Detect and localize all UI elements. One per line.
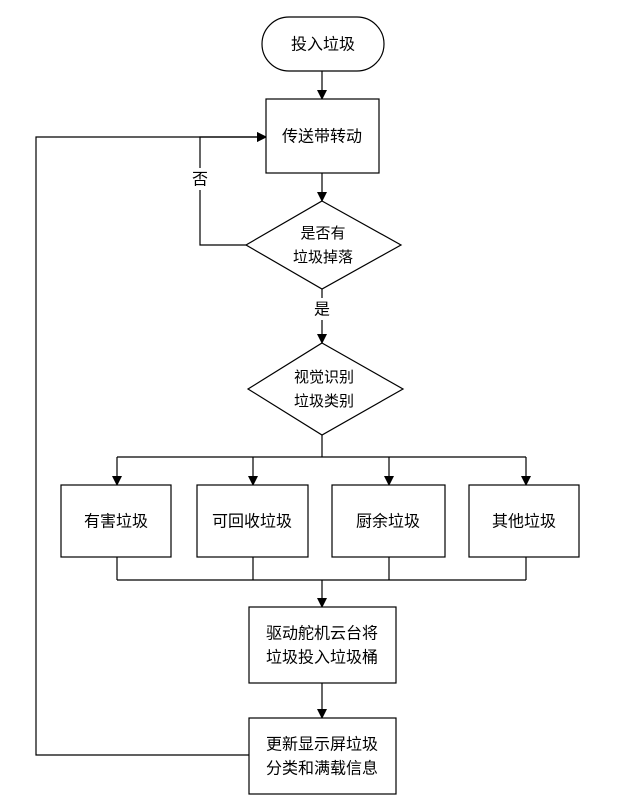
update-label-line1: 更新显示屏垃圾: [266, 735, 378, 754]
servo-label-line2: 垃圾投入垃圾桶: [266, 648, 378, 667]
category-label-3: 厨余垃圾: [356, 512, 420, 531]
servo-process-box: [248, 606, 397, 684]
conveyor-label: 传送带转动: [282, 127, 362, 146]
branch-no-label: 否: [192, 170, 208, 189]
category-box-2: [196, 484, 309, 558]
category-box-4: [468, 484, 580, 558]
arrow-return-loop: [35, 132, 267, 756]
check-label-line2: 垃圾掉落: [293, 248, 353, 266]
start-label: 投入垃圾: [291, 35, 355, 54]
check-decision-diamond: [244, 200, 403, 290]
identify-label-line2: 垃圾类别: [294, 392, 354, 410]
category-box-1: [60, 484, 172, 558]
category-box-3: [331, 484, 446, 558]
category-label-4: 其他垃圾: [492, 512, 556, 531]
category-label-2: 可回收垃圾: [212, 512, 292, 531]
check-label-line1: 是否有: [300, 224, 345, 242]
update-process-box: [248, 717, 397, 795]
update-label-line2: 分类和满载信息: [266, 759, 378, 778]
servo-label-line1: 驱动舵机云台将: [266, 624, 378, 643]
start-terminal: [261, 16, 385, 72]
category-label-1: 有害垃圾: [84, 512, 148, 531]
conveyor-process-box: [265, 98, 380, 174]
arrow-no-loop: [199, 132, 267, 246]
branch-yes-label: 是: [314, 300, 330, 319]
identify-decision-diamond: [246, 342, 405, 436]
identify-label-line1: 视觉识别: [294, 368, 354, 386]
